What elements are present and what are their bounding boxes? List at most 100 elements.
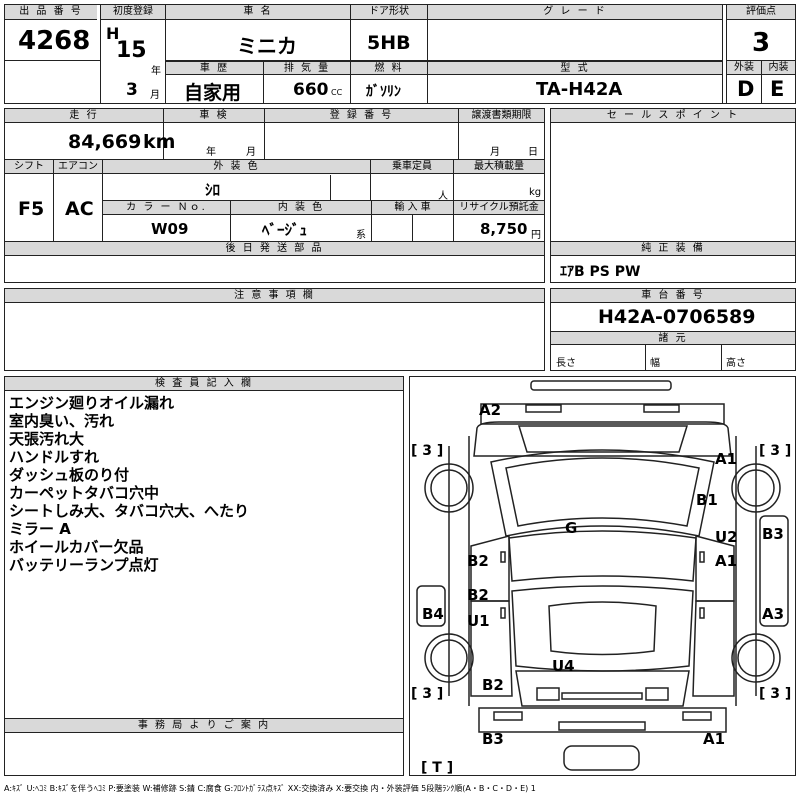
- aircon-value: AC: [65, 198, 94, 220]
- tire-front-right: [ 3 ]: [759, 443, 791, 459]
- first-reg-year: 15: [116, 38, 147, 63]
- shift-label: シフト: [5, 160, 53, 174]
- inspector-line: ホイールカバー欠品: [9, 538, 144, 556]
- history-value: 自家用: [184, 82, 242, 104]
- sales-point-label: セ ー ル ス ポ イ ン ト: [551, 109, 795, 123]
- tire-rear-left: [ 3 ]: [411, 686, 443, 702]
- mileage-label: 走 行: [5, 109, 163, 123]
- recycle-unit: 円: [531, 230, 541, 241]
- chassis-label: 車 台 番 号: [551, 289, 795, 303]
- history-label: 車 歴: [166, 61, 263, 75]
- first-reg-label: 初度登録: [101, 5, 165, 20]
- model-value: TA-H42A: [536, 79, 623, 100]
- inspector-section: [4, 376, 404, 776]
- inspector-label: 検 査 員 記 入 欄: [5, 377, 403, 391]
- top-section: [4, 4, 796, 104]
- exterior-label: 外装: [727, 61, 761, 75]
- mark-a1-right: A1: [715, 552, 737, 570]
- first-reg-month: 3: [126, 80, 138, 100]
- office-label: 事 務 局 よ り ご 案 内: [5, 719, 403, 733]
- tire-rear-right: [ 3 ]: [759, 686, 791, 702]
- score-label: 評価点: [727, 5, 795, 20]
- displacement-unit: CC: [331, 88, 343, 97]
- grade-label: グ レ ー ド: [428, 5, 722, 20]
- specs-label: 諸 元: [551, 331, 795, 345]
- mark-g-windshield: G: [565, 519, 577, 537]
- era-mark: H: [106, 24, 120, 43]
- lot-number: 4268: [18, 26, 91, 56]
- inspector-line: 室内臭い、汚れ: [9, 412, 115, 430]
- month-unit: 月: [150, 90, 160, 101]
- max-load-unit: kg: [529, 187, 542, 198]
- inspection-month-unit: 月: [246, 147, 256, 158]
- transfer-day-unit: 日: [528, 147, 538, 158]
- door-label: ドア形状: [351, 5, 427, 20]
- door-type: 5HB: [367, 32, 411, 54]
- inspector-line: ダッシュ板のり付: [9, 466, 130, 484]
- spec-length: 長さ: [556, 358, 576, 369]
- fuel-value: ｶﾞｿﾘﾝ: [366, 84, 401, 100]
- recycle-value: 8,750: [480, 220, 528, 238]
- inspector-line: シートしみ大、タバコ穴大、へたり: [9, 502, 250, 520]
- displacement-label: 排 気 量: [264, 61, 350, 75]
- mark-a1-bottom: A1: [703, 730, 725, 748]
- mileage-unit: km: [143, 131, 176, 153]
- mark-a3-right: A3: [762, 605, 784, 623]
- car-name: ミニカ: [237, 34, 297, 58]
- mark-a1-front-right: A1: [715, 450, 737, 468]
- capacity-label: 乗車定員: [371, 160, 453, 174]
- exterior-value: D: [737, 77, 755, 101]
- equipment-value: ｴｱB PS PW: [560, 264, 641, 280]
- int-color-unit: 系: [356, 230, 366, 241]
- int-color-label: 内 装 色: [231, 201, 371, 215]
- equipment-label: 純 正 装 備: [551, 242, 795, 256]
- inspector-list: エンジン廻りオイル漏れ 室内臭い、汚れ 天張汚れ大 ハンドルすれ ダッシュ板のり…: [9, 394, 249, 574]
- mark-b4-left: B4: [422, 605, 444, 623]
- max-load-label: 最大積載量: [454, 160, 544, 174]
- interior-label: 内装: [762, 61, 795, 75]
- color-no-value: W09: [151, 220, 189, 238]
- mark-b2-left-lower: B2: [467, 586, 489, 604]
- inspector-line: 天張汚れ大: [9, 430, 85, 448]
- ext-color-value: ｼﾛ: [205, 181, 221, 199]
- reg-number-label: 登 録 番 号: [265, 109, 458, 123]
- spec-height: 高さ: [726, 358, 746, 369]
- interior-value: E: [770, 77, 785, 101]
- year-unit: 年: [151, 66, 161, 77]
- mileage-value: 84,669: [68, 131, 142, 153]
- sales-point-section: [550, 108, 796, 283]
- mark-u1-left: U1: [467, 612, 490, 630]
- spec-width: 幅: [650, 358, 660, 369]
- mark-b3-bottom: B3: [482, 730, 504, 748]
- aircon-label: エアコン: [54, 160, 102, 174]
- inspection-year-unit: 年: [206, 147, 216, 158]
- notes-label: 注 意 事 項 欄: [5, 289, 544, 303]
- tire-front-left: [ 3 ]: [411, 443, 443, 459]
- capacity-unit: 人: [438, 191, 448, 202]
- mark-b3-right: B3: [762, 525, 784, 543]
- later-parts-label: 後 日 発 送 部 品: [5, 242, 544, 256]
- model-label: 型 式: [428, 61, 722, 75]
- mark-b2-rear: B2: [482, 676, 504, 694]
- tire-spare: [ T ]: [421, 760, 453, 776]
- mark-u2-right: U2: [715, 528, 738, 546]
- chassis-value: H42A-0706589: [598, 306, 756, 328]
- transfer-month-unit: 月: [490, 147, 500, 158]
- displacement-value: 660: [293, 80, 329, 100]
- lot-label: 出 品 番 号: [5, 5, 97, 20]
- inspector-line: バッテリーランプ点灯: [9, 556, 159, 574]
- inspection-label: 車 検: [164, 109, 264, 123]
- fuel-label: 燃 料: [351, 61, 427, 75]
- inspector-line: カーペットタバコ穴中: [9, 484, 160, 502]
- int-color-value: ﾍﾞｰｼﾞｭ: [262, 221, 308, 239]
- import-label: 輸 入 車: [372, 201, 453, 215]
- mark-b1-front-right: B1: [696, 491, 718, 509]
- ext-color-label: 外 装 色: [103, 160, 370, 174]
- mark-a2-front: A2: [479, 401, 501, 419]
- inspector-line: エンジン廻りオイル漏れ: [9, 394, 175, 412]
- score-value: 3: [752, 28, 771, 58]
- inspector-line: ハンドルすれ: [9, 448, 100, 466]
- inspector-line: ミラー A: [9, 520, 71, 538]
- car-name-label: 車 名: [166, 5, 350, 20]
- color-no-label: カ ラ ー Ｎｏ.: [103, 201, 230, 215]
